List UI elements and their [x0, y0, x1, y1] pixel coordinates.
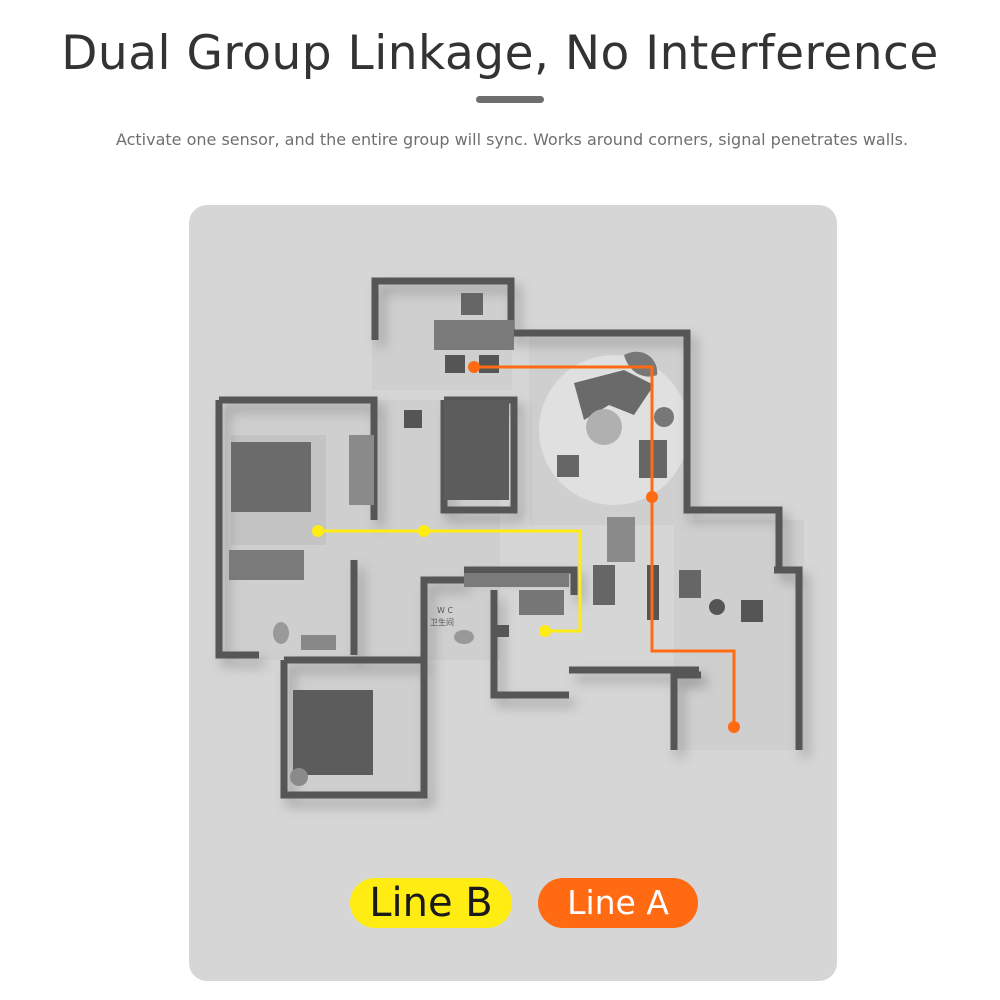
- line-a-sensor-1: [468, 361, 480, 373]
- coffee-table: [586, 409, 622, 445]
- counter-top: [464, 573, 569, 587]
- wall-kitchen: [490, 590, 569, 699]
- bed-middle: [444, 400, 509, 500]
- walls: [215, 277, 803, 799]
- line-b-sensor-3: [539, 625, 551, 637]
- wc-label: W C: [437, 606, 453, 615]
- armchair: [624, 351, 658, 377]
- floorplan-diagram: W C 卫生间: [215, 277, 804, 799]
- toilet-middle: [454, 630, 474, 644]
- sofa-left: [229, 550, 304, 580]
- cabinet-right: [741, 600, 763, 622]
- legend-line-b: Line B: [350, 878, 512, 928]
- line-a-path: [474, 365, 736, 727]
- wall-kitchen-top: [464, 566, 578, 595]
- side-table: [654, 407, 674, 427]
- bed-bottom: [293, 690, 373, 775]
- stool-right: [709, 599, 725, 615]
- wall-right-bottom: [670, 671, 701, 750]
- page-subtitle: Activate one sensor, and the entire grou…: [115, 130, 909, 149]
- wall-top-room: [371, 277, 539, 340]
- toilet-left: [273, 622, 289, 644]
- chair-top-room: [461, 293, 483, 315]
- wall-left: [215, 400, 259, 659]
- plant-pot: [290, 768, 308, 786]
- line-a-sensor-3: [728, 721, 740, 733]
- kitchen-island: [607, 517, 635, 562]
- wall-bottom-mid: [420, 576, 464, 795]
- stool-1: [445, 355, 465, 373]
- stool-2: [479, 355, 499, 373]
- stove: [519, 590, 564, 615]
- wall-right: [774, 566, 803, 750]
- sectional-sofa: [574, 370, 654, 420]
- dining-bench: [593, 565, 615, 605]
- legend-line-a: Line A: [538, 878, 698, 928]
- living-chair: [557, 455, 579, 477]
- wardrobe: [349, 435, 374, 505]
- page-title: Dual Group Linkage, No Interference: [61, 26, 939, 81]
- nightstand: [404, 410, 422, 428]
- bathroom-label: 卫生间: [430, 617, 454, 627]
- bed-left: [231, 442, 311, 512]
- line-a-sensor-2: [646, 491, 658, 503]
- floor-right-room: [674, 520, 804, 750]
- line-b-path: [318, 529, 582, 633]
- line-b-sensor-2: [418, 525, 430, 537]
- sink: [497, 625, 509, 637]
- title-underline: [476, 96, 544, 103]
- bar-chair: [679, 570, 701, 598]
- vanity-left: [301, 635, 336, 650]
- desk-top-room: [434, 320, 514, 350]
- wall-living: [539, 329, 783, 570]
- floorplan-card: W C 卫生间 Line B Line A: [189, 205, 837, 981]
- furniture: [229, 293, 763, 786]
- line-b-sensor-1: [312, 525, 324, 537]
